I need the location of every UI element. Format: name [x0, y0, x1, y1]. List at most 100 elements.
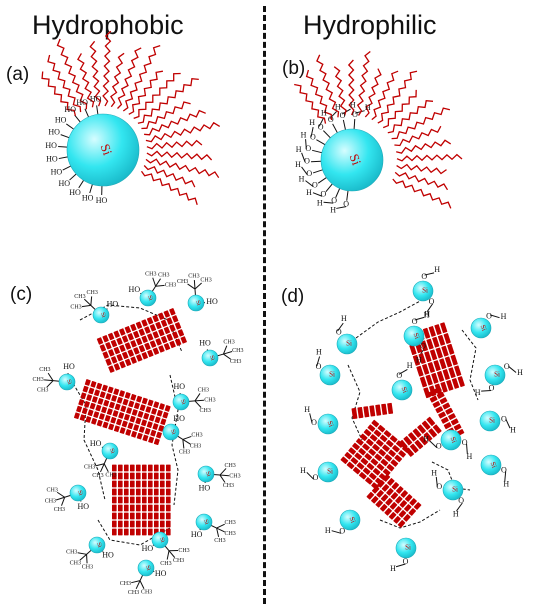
chain-segment — [101, 384, 108, 392]
chain-segment — [356, 438, 364, 446]
chain-segment — [443, 333, 451, 344]
chain-segment — [395, 440, 404, 448]
chain-segment — [84, 379, 91, 386]
chain-segment — [110, 339, 118, 348]
chain-segment — [160, 464, 165, 472]
chain-segment — [135, 321, 143, 329]
chain-segment — [403, 436, 413, 446]
chain-segment — [441, 416, 449, 424]
chain-segment — [166, 504, 171, 512]
chain-segment — [388, 511, 397, 520]
methyl-label: CH3 — [229, 473, 240, 479]
oxygen-label: O — [336, 328, 342, 337]
chain-segment — [383, 430, 392, 438]
panel-label-a: (a) — [6, 64, 30, 85]
chain-segment — [166, 520, 171, 528]
methyl-label: CH3 — [200, 278, 211, 284]
silanol-bond — [84, 108, 90, 118]
alkyl-chain — [396, 139, 452, 154]
chain-segment — [389, 435, 398, 443]
chain-segment — [119, 427, 126, 434]
methyl-label: CH3 — [145, 271, 156, 277]
oxygen-label: O — [312, 180, 318, 189]
alkyl-chain — [122, 44, 161, 112]
hydroxyl-label: HO — [55, 115, 67, 124]
chain-segment — [152, 314, 159, 323]
chain-segment — [118, 480, 123, 488]
oxygen-label: O — [316, 362, 322, 371]
chain-segment — [136, 354, 143, 362]
chain-segment — [404, 494, 413, 502]
chain-segment — [166, 317, 173, 325]
silica-particle: Si — [187, 294, 205, 312]
chain-segment — [370, 458, 379, 466]
hydrogen-label: H — [309, 118, 315, 127]
chain-segment — [118, 504, 123, 512]
alkyl-chain — [347, 59, 355, 116]
chain-segment — [102, 335, 109, 343]
chain-segment — [404, 504, 412, 512]
chain-segment — [105, 342, 112, 350]
hydrogen-label: H — [517, 368, 523, 377]
chain-segment — [454, 365, 462, 377]
silica-sphere — [197, 465, 215, 483]
chain-segment — [124, 528, 129, 536]
chain-segment — [130, 393, 137, 401]
methyl-bond — [46, 380, 54, 388]
chain-segment — [166, 480, 171, 488]
chain-segment — [98, 413, 105, 420]
methyl-label: CH3 — [204, 397, 215, 403]
oxygen-label: O — [421, 272, 427, 281]
methyl-bond — [152, 277, 157, 287]
oxygen-label: O — [501, 465, 507, 474]
chain-segment — [356, 462, 365, 470]
chain-segment — [130, 496, 135, 504]
chain-segment — [365, 477, 373, 485]
chain-segment — [379, 503, 388, 512]
alkyl-chain — [356, 50, 371, 116]
chain-segment — [121, 335, 129, 343]
chain-segment — [91, 396, 98, 403]
methyl-label: CH3 — [223, 339, 234, 345]
hydroxyl-bond — [332, 123, 338, 133]
hydroxyl-bond — [481, 389, 491, 392]
silica-sphere — [139, 289, 157, 307]
silica-particle: Si — [197, 465, 215, 483]
chain-segment — [346, 461, 355, 470]
alkyl-chain — [143, 165, 196, 188]
chain-segment — [136, 480, 141, 488]
chain-segment — [135, 337, 143, 346]
silica-sphere — [172, 393, 190, 411]
chain-segment — [426, 338, 434, 350]
chain-segment — [166, 512, 171, 520]
chain-segment — [110, 356, 118, 364]
chain-segment — [142, 520, 147, 528]
chain-segment — [130, 472, 135, 480]
chain-segment — [154, 472, 159, 480]
methyl-label: CH3 — [105, 473, 116, 479]
hydroxyl-label: HO — [107, 299, 119, 308]
chain-segment — [366, 491, 375, 500]
oxygen-label: O — [343, 199, 349, 208]
chain-segment — [141, 352, 148, 360]
chain-segment — [160, 520, 165, 528]
chain-segment — [114, 403, 121, 411]
chain-segment — [119, 344, 126, 352]
chain-segment — [154, 480, 159, 488]
methyl-label: CH3 — [87, 290, 98, 296]
si-label: Si — [98, 142, 116, 158]
chain-segment — [112, 464, 117, 472]
chain-segment — [108, 423, 115, 431]
hydroxyl-label: HO — [206, 297, 218, 306]
chain-segment — [143, 412, 150, 420]
hydrogen-label: H — [365, 103, 371, 112]
chain-segment — [438, 411, 446, 419]
silica-particle: Si — [395, 537, 417, 559]
chain-segment — [159, 403, 165, 410]
si-label: Si — [179, 399, 186, 406]
chain-segment — [136, 528, 141, 536]
chain-segment — [426, 390, 435, 398]
chain-segment — [385, 439, 394, 448]
silica-particle: Si — [320, 128, 384, 192]
hydroxyl-bond — [414, 316, 425, 321]
